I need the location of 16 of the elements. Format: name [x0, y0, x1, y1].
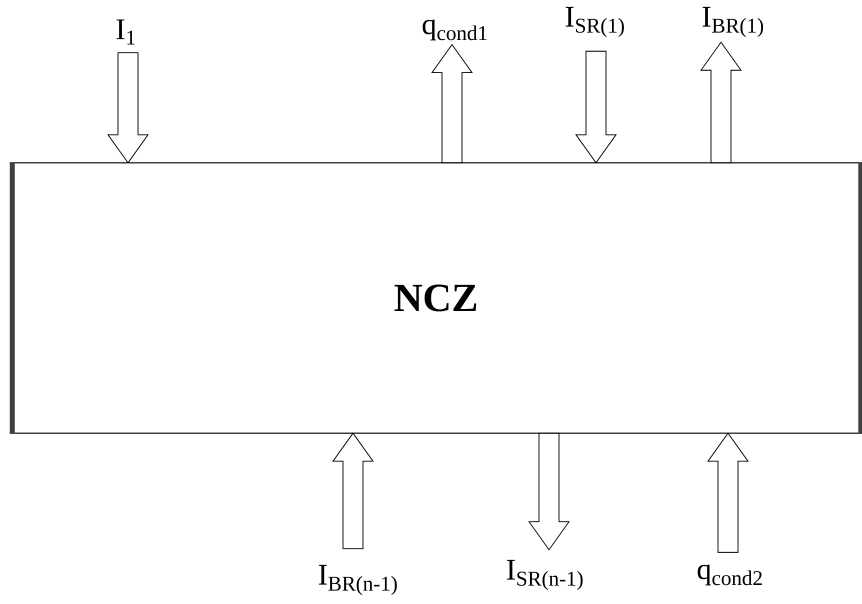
flow-label: I$_{BR(1)}$: [702, 6, 764, 38]
block-arrow: [107, 52, 149, 164]
flow-label: I$_{1}$: [116, 20, 135, 44]
flow-label: I$_{SR(n-1)}$: [507, 560, 583, 590]
block-arrow: [575, 50, 617, 164]
block-arrow: [707, 432, 749, 553]
block-arrow: [431, 44, 473, 164]
flow-label: q$_{cond2}$: [698, 564, 762, 586]
block-arrow: [332, 432, 374, 550]
node-label: NCZ: [394, 284, 476, 312]
flow-label: q$_{cond1}$: [422, 20, 487, 40]
process-box: NCZ: [10, 162, 862, 434]
block-arrow: [528, 432, 570, 550]
flow-label: I$_{BR(n-1)}$: [318, 564, 397, 596]
flow-label: I$_{SR(1)}$: [566, 6, 624, 38]
block-arrow: [700, 41, 742, 164]
